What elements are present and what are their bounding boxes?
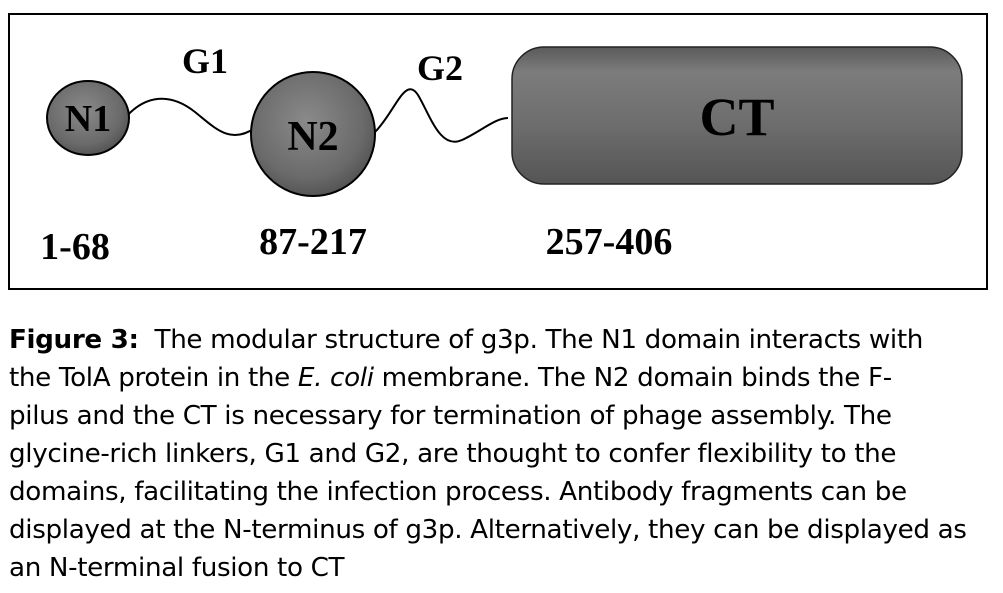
domain-ct-shape <box>511 46 963 185</box>
domain-n1-range: 1-68 <box>40 226 110 268</box>
domain-n2-range: 87-217 <box>259 221 367 263</box>
linker-g2-label: G2 <box>417 48 463 88</box>
domain-ct-range: 257-406 <box>546 221 673 263</box>
caption-line-2-start: the TolA protein in the <box>9 363 298 393</box>
caption-line-4: glycine-rich linkers, G1 and G2, are tho… <box>9 439 897 469</box>
domain-n2-label: N2 <box>287 114 338 160</box>
domain-diagram: N1 N2 CT G1 G2 1-68 87-217 257-406 <box>40 41 963 268</box>
domain-n1-shape <box>46 80 130 156</box>
domain-n2-shape <box>250 71 376 197</box>
caption-line-3: pilus and the CT is necessary for termin… <box>9 401 892 431</box>
figure-caption: Figure 3: The modular structure of g3p. … <box>9 321 999 587</box>
linker-g1-label: G1 <box>182 41 228 81</box>
caption-species-name: E. coli <box>297 363 374 393</box>
caption-line-1-text: The modular structure of g3p. The N1 dom… <box>138 325 924 355</box>
caption-line-6: displayed at the N-terminus of g3p. Alte… <box>9 515 967 545</box>
caption-line-2-end: membrane. The N2 domain binds the F- <box>373 363 893 393</box>
caption-line-2: the TolA protein in the E. coli membrane… <box>9 359 999 397</box>
figure-label: Figure 3: <box>9 325 139 355</box>
caption-line-7: an N-terminal fusion to CT <box>9 553 345 583</box>
linker-g1-line <box>124 97 256 136</box>
caption-line-5: domains, facilitating the infection proc… <box>9 477 907 507</box>
domain-ct-label: CT <box>699 87 774 147</box>
domain-n1-label: N1 <box>65 98 111 140</box>
caption-line-1: Figure 3: The modular structure of g3p. … <box>9 321 999 359</box>
linker-g2-line <box>374 88 509 143</box>
